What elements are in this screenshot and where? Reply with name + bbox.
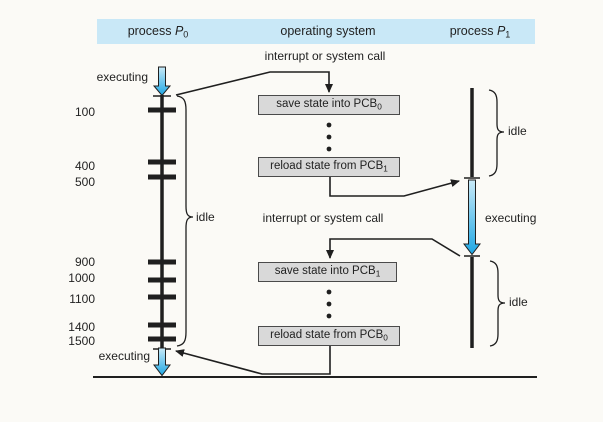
- idle-label-p1-top: idle: [508, 124, 527, 138]
- interrupt-label-bottom: interrupt or system call: [262, 211, 384, 225]
- executing-arrow-p0-top: [152, 66, 172, 97]
- tick-label-500: 500: [74, 175, 95, 189]
- idle-label-p0: idle: [196, 210, 215, 224]
- ellipsis-dots-bottom: [326, 289, 332, 319]
- reload-state-pcb1-subscript: 1: [383, 164, 388, 174]
- interrupt-label-top: interrupt or system call: [264, 49, 386, 63]
- reload-pcb1-to-p1-line: [329, 177, 460, 197]
- p1-header-var: P: [496, 24, 506, 38]
- reload-state-pcb0-label: reload state from PCB: [270, 329, 384, 341]
- p0-header-subscript: 0: [183, 29, 189, 40]
- p1-timeline: [464, 88, 480, 348]
- save-state-pcb1-box: save state into PCB1: [258, 262, 397, 282]
- interrupt-line-p1-to-save-pcb1: [326, 238, 461, 259]
- column-header-process-p1: process P1: [450, 19, 511, 44]
- column-header-operating-system: operating system: [280, 19, 375, 44]
- executing-arrow-p0-bottom: [152, 347, 172, 377]
- p1-header-text: process: [449, 24, 497, 38]
- reload-state-pcb1-box: reload state from PCB1: [258, 157, 400, 177]
- p0-tick-marks: [148, 107, 176, 342]
- p1-idle-brace-top: [488, 89, 505, 177]
- p0-header-text: process: [127, 24, 175, 38]
- reload-state-pcb0-subscript: 0: [383, 333, 388, 343]
- p1-idle-brace-bottom: [489, 260, 506, 347]
- reload-pcb0-to-p0-line: [175, 346, 331, 375]
- save-state-pcb1-label: save state into PCB: [274, 265, 376, 277]
- column-header-bar: process P0 operating system process P1: [97, 19, 535, 44]
- tick-label-1000: 1000: [68, 271, 95, 285]
- p0-header-var: P: [174, 24, 184, 38]
- save-state-pcb1-subscript: 1: [375, 269, 381, 279]
- reload-state-pcb1-label: reload state from PCB: [270, 160, 384, 172]
- tick-label-900: 900: [74, 255, 95, 269]
- tick-label-100: 100: [74, 105, 95, 119]
- tick-label-1100: 1100: [69, 292, 95, 306]
- tick-label-400: 400: [74, 159, 95, 173]
- interrupt-line-p0-to-save-pcb0: [175, 71, 333, 96]
- column-header-process-p0: process P0: [128, 19, 189, 44]
- executing-label-p1: executing: [485, 211, 537, 225]
- executing-arrow-p1: [462, 179, 482, 256]
- p0-idle-brace: [176, 95, 194, 347]
- reload-state-pcb0-box: reload state from PCB0: [258, 326, 400, 346]
- tick-label-1500: 1500: [68, 334, 95, 348]
- ellipsis-dots-top: [326, 122, 332, 152]
- executing-label-p0-bottom: executing: [98, 349, 150, 363]
- save-state-pcb0-box: save state into PCB0: [258, 95, 400, 115]
- save-state-pcb0-subscript: 0: [377, 102, 382, 112]
- save-state-pcb0-label: save state into PCB: [276, 98, 378, 110]
- os-header-text: operating system: [280, 24, 376, 38]
- p1-header-subscript: 1: [505, 29, 511, 40]
- executing-label-p0-top: executing: [96, 70, 148, 84]
- idle-label-p1-bottom: idle: [509, 295, 528, 309]
- p0-timeline: [148, 95, 176, 350]
- tick-label-1400: 1400: [68, 320, 95, 334]
